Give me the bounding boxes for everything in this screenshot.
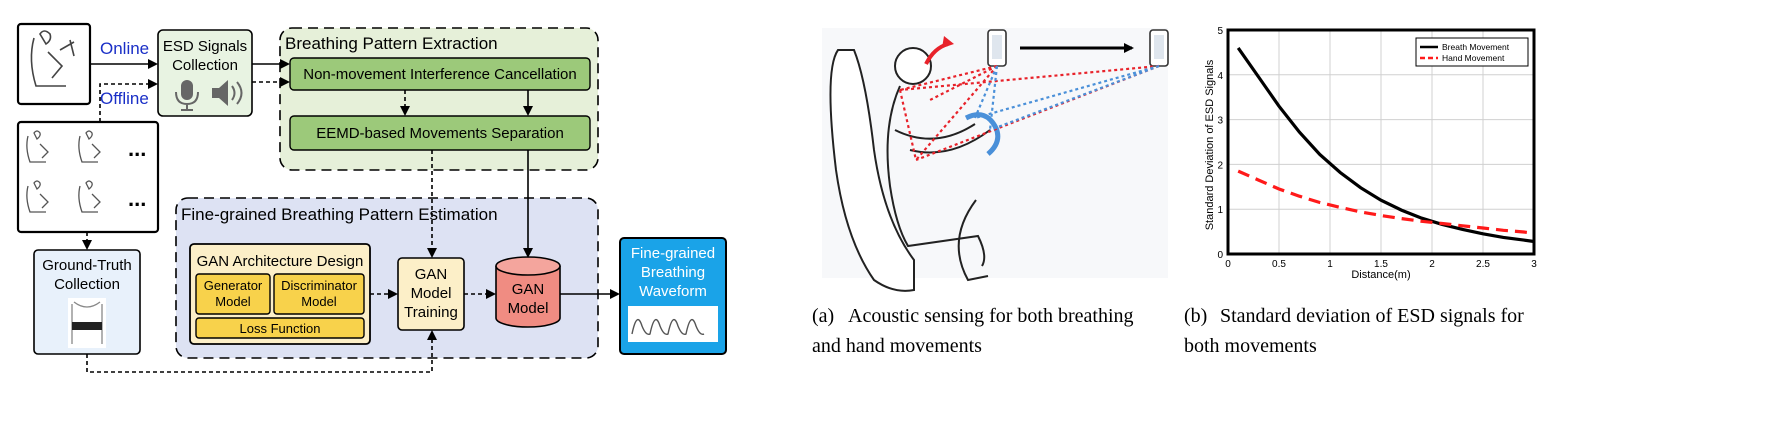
series-line-breath: [1236, 46, 1535, 244]
phone-icon: [987, 29, 1007, 67]
legend-box: [1415, 37, 1529, 67]
y-tick-label: 5: [1217, 26, 1223, 37]
hand-sensing-paths: [973, 64, 1160, 132]
y-tick-label: 1: [1217, 205, 1223, 216]
generator-line1: Generator: [204, 278, 263, 293]
waveform-line2: Breathing: [641, 264, 705, 281]
y-tick-label: 2: [1217, 160, 1223, 171]
ellipsis-bottom: ...: [128, 186, 146, 211]
loss-label: Loss Function: [240, 321, 321, 336]
legend-label: Breath Movement: [1442, 42, 1510, 52]
training-line3: Training: [404, 304, 458, 321]
waveform-line1: Fine-grained: [631, 245, 715, 262]
offline-driver-grid: ... ...: [16, 120, 160, 234]
eemd-label: EEMD-based Movements Separation: [316, 125, 564, 142]
estimation-group: Fine-grained Breathing Pattern Estimatio…: [175, 197, 599, 359]
caption-a-line1: Acoustic sensing for both breathing: [848, 305, 1134, 327]
gan-design-box: GAN Architecture Design Generator Model …: [189, 243, 371, 345]
generator-line2: Model: [215, 294, 251, 309]
x-tick-label: 1.5: [1374, 259, 1388, 270]
training-line1: GAN: [415, 266, 448, 283]
x-tick-label: 0.5: [1272, 259, 1286, 270]
series-line-hand: [1237, 169, 1535, 235]
esd-box-line2: Collection: [172, 57, 238, 74]
esd-std-chart: Standard Deviation of ESD Signals Distan…: [1204, 26, 1537, 281]
acoustic-sensing-illustration: [822, 28, 1169, 292]
waveform-preview: [628, 306, 718, 342]
x-tick-label: 3: [1531, 259, 1537, 270]
pipeline-diagram: Online Offline ESD Signals Collection ..…: [16, 22, 727, 373]
caption-b: (b) Standard deviation of ESD signals fo…: [1184, 305, 1524, 357]
ellipsis-top: ...: [128, 136, 146, 161]
y-tick-label: 4: [1217, 71, 1223, 82]
caption-b-line1: Standard deviation of ESD signals for: [1220, 305, 1524, 327]
microphone-icon: [175, 80, 199, 111]
offline-label: Offline: [100, 89, 149, 108]
caption-a: (a) Acoustic sensing for both breathing …: [812, 305, 1134, 357]
interference-box: [289, 57, 591, 91]
discriminator-box: [273, 273, 365, 315]
waveform-box: Fine-grained Breathing Waveform: [619, 237, 727, 355]
online-label: Online: [100, 39, 149, 58]
y-axis-label: Standard Deviation of ESD Signals: [1204, 59, 1216, 230]
x-axis-label: Distance(m): [1351, 269, 1410, 281]
extraction-title: Breathing Pattern Extraction: [285, 34, 498, 53]
phone-icon-far: [1149, 29, 1169, 67]
discriminator-line2: Model: [301, 294, 337, 309]
legend-label: Hand Movement: [1442, 53, 1505, 63]
y-tick-label: 0: [1217, 250, 1223, 261]
extraction-group: Breathing Pattern Extraction Non-movemen…: [279, 27, 599, 171]
online-driver-icon: [16, 22, 92, 106]
loss-box: [195, 317, 365, 339]
gan-model-line1: GAN: [512, 281, 545, 298]
pipeline-arrows: [82, 59, 620, 373]
gan-design-title: GAN Architecture Design: [197, 253, 364, 270]
caption-b-label: (b): [1184, 305, 1207, 327]
driver-figure: [886, 47, 991, 282]
generator-box: [195, 273, 271, 315]
ground-truth-line1: Ground-Truth: [42, 257, 131, 274]
caption-a-label: (a): [812, 305, 834, 327]
esd-collection-box: ESD Signals Collection: [157, 29, 253, 117]
esd-box-line1: ESD Signals: [163, 38, 247, 55]
speaker-icon: [212, 80, 243, 106]
ground-truth-line2: Collection: [54, 276, 120, 293]
car-seat-drawing: [829, 49, 915, 292]
x-tick-label: 2: [1429, 259, 1435, 270]
training-box: GAN Model Training: [397, 257, 465, 331]
discriminator-line1: Discriminator: [281, 278, 358, 293]
caption-a-line2: and hand movements: [812, 335, 982, 357]
x-tick-label: 1: [1327, 259, 1333, 270]
x-tick-label: 2.5: [1476, 259, 1490, 270]
caption-b-line2: both movements: [1184, 335, 1317, 357]
gan-model-line2: Model: [508, 300, 549, 317]
waveform-line3: Waveform: [639, 283, 707, 300]
gan-model-cylinder: GAN Model: [495, 256, 561, 328]
ground-truth-box: Ground-Truth Collection: [33, 249, 141, 355]
x-tick-label: 0: [1225, 259, 1231, 270]
y-tick-label: 3: [1217, 116, 1223, 127]
eemd-box: [289, 115, 591, 151]
training-line2: Model: [411, 285, 452, 302]
plot-frame: [1226, 28, 1536, 256]
estimation-title: Fine-grained Breathing Pattern Estimatio…: [181, 205, 498, 224]
interference-label: Non-movement Interference Cancellation: [303, 66, 576, 83]
